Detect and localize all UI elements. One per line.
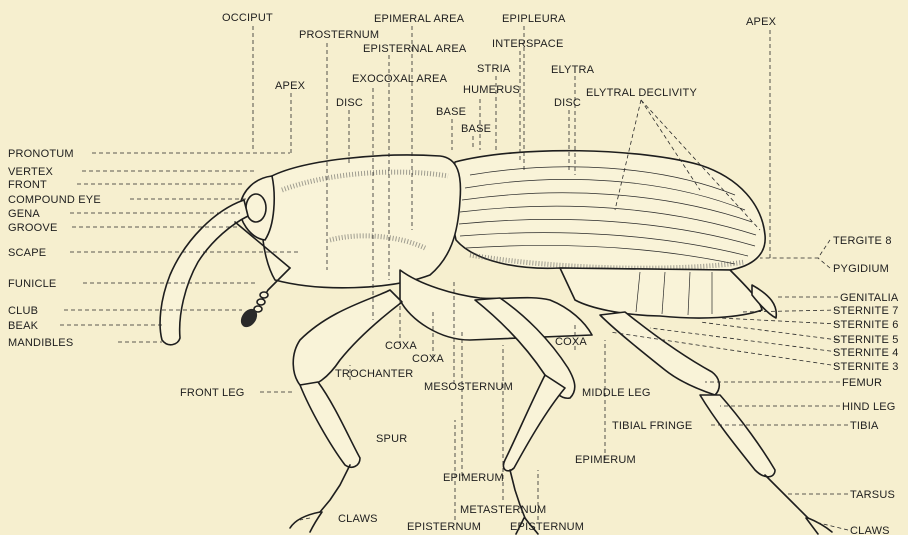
label-pronotum: PRONOTUM [8, 148, 74, 160]
label-occiput: OCCIPUT [222, 12, 273, 24]
label-base-2: BASE [461, 123, 491, 135]
hind-leg-tarsus [765, 475, 808, 518]
hind-leg-femur [600, 312, 719, 395]
label-elytral-declivity: ELYTRAL DECLIVITY [586, 87, 697, 99]
label-mesosternum: MESOSTERNUM [424, 381, 513, 393]
label-spur: SPUR [376, 433, 407, 445]
compound-eye-shape [246, 194, 266, 222]
front-leg-tarsus [320, 465, 350, 512]
front-leg-tibia [300, 382, 360, 467]
label-tarsus: TARSUS [850, 489, 895, 501]
label-middle-leg: MIDDLE LEG [582, 387, 651, 399]
label-epipleura: EPIPLEURA [502, 13, 566, 25]
label-sternite-6: STERNITE 6 [833, 319, 899, 331]
label-humerus: HUMERUS [463, 84, 520, 96]
label-metasternum: METASTERNUM [460, 504, 546, 516]
label-scape: SCAPE [8, 247, 46, 259]
label-sternite-5: STERNITE 5 [833, 334, 899, 346]
label-vertex: VERTEX [8, 166, 53, 178]
label-claws-right: CLAWS [850, 525, 890, 535]
label-hind-leg: HIND LEG [842, 401, 896, 413]
label-coxa-1: COXA [385, 340, 417, 352]
label-femur: FEMUR [842, 377, 882, 389]
label-coxa-3: COXA [555, 336, 587, 348]
label-funicle: FUNICLE [8, 278, 56, 290]
label-tergite-8: TERGITE 8 [833, 235, 892, 247]
hind-leg-tibia [700, 395, 775, 477]
label-coxa-2: COXA [412, 353, 444, 365]
label-claws-left: CLAWS [338, 513, 378, 525]
label-apex-left: APEX [275, 80, 306, 92]
antenna-segments [254, 292, 268, 312]
label-gena: GENA [8, 208, 40, 220]
elytra-shape [451, 151, 765, 270]
label-epimerum-1: EPIMERUM [575, 454, 636, 466]
label-front: FRONT [8, 179, 47, 191]
label-mandibles: MANDIBLES [8, 337, 73, 349]
label-compound-eye: COMPOUND EYE [8, 194, 101, 206]
label-episternum-2: EPISTERNUM [510, 521, 584, 533]
label-sternite-7: STERNITE 7 [833, 305, 899, 317]
label-epimerum-2: EPIMERUM [443, 472, 504, 484]
label-front-leg: FRONT LEG [180, 387, 245, 399]
label-prosternum: PROSTERNUM [299, 29, 379, 41]
label-genitalia: GENITALIA [840, 292, 899, 304]
label-epimeral-area: EPIMERAL AREA [374, 13, 465, 25]
label-groove: GROOVE [8, 222, 58, 234]
label-base-1: BASE [436, 106, 466, 118]
label-sternite-3: STERNITE 3 [833, 361, 899, 373]
label-episternum-1: EPISTERNUM [407, 521, 481, 533]
label-trochanter: TROCHANTER [335, 368, 413, 380]
label-club: CLUB [8, 305, 38, 317]
label-stria: STRIA [477, 63, 511, 75]
label-pygidium: PYGIDIUM [833, 263, 889, 275]
label-tibial-fringe: TIBIAL FRINGE [612, 420, 692, 432]
label-sternite-4: STERNITE 4 [833, 347, 899, 359]
label-apex-top: APEX [746, 16, 777, 28]
label-disc-left: DISC [336, 97, 363, 109]
label-beak: BEAK [8, 320, 39, 332]
label-tibia: TIBIA [850, 420, 879, 432]
abdomen-shape [560, 268, 762, 318]
label-interspace: INTERSPACE [492, 38, 563, 50]
label-disc-right: DISC [554, 97, 581, 109]
label-exocoxal-area: EXOCOXAL AREA [352, 73, 448, 85]
label-episternal-area: EPISTERNAL AREA [363, 43, 467, 55]
label-elytra: ELYTRA [551, 64, 595, 76]
